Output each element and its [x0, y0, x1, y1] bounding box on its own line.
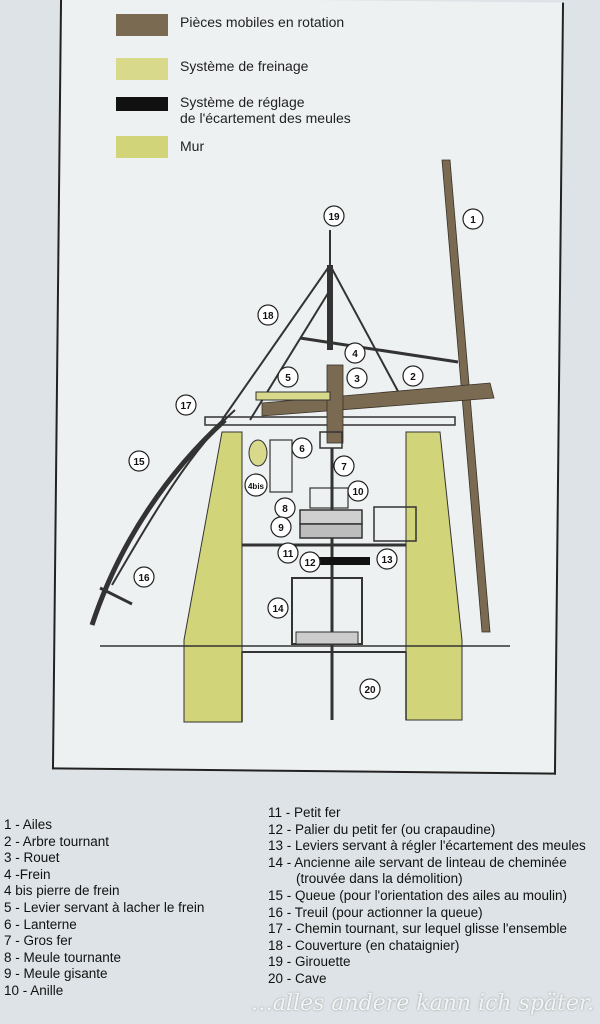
crown-wheel [326, 364, 344, 444]
winch [99, 586, 133, 606]
list-item: 9 - Meule gisante [4, 966, 108, 982]
list-item: 11 - Petit fer [268, 805, 341, 820]
parts-list-right: 11 - Petit fer 12 - Palier du petit fer … [268, 805, 598, 988]
list-item: 4 bis pierre de frein [4, 883, 120, 899]
legend-item-brake: Système de freinage [116, 56, 376, 96]
callout-9: 9 [270, 516, 292, 538]
list-item: 2 - Arbre tournant [4, 833, 110, 849]
svg-text:11: 11 [283, 549, 294, 560]
runner-stone [299, 509, 363, 525]
svg-text:3: 3 [354, 374, 360, 385]
list-item: 7 - Gros fer [4, 933, 73, 949]
list-item: 3 - Rouet [4, 850, 60, 866]
svg-text:12: 12 [304, 558, 316, 569]
tail-brace [111, 409, 236, 586]
grating [373, 506, 417, 542]
list-item: 6 - Lanterne [4, 916, 77, 932]
svg-text:7: 7 [341, 462, 347, 473]
legend-swatch [116, 58, 168, 80]
svg-text:14: 14 [272, 604, 284, 615]
svg-text:15: 15 [133, 457, 145, 468]
svg-text:17: 17 [180, 401, 192, 412]
list-item: 14 - Ancienne aile servant de linteau de… [268, 854, 567, 887]
callout-7: 7 [333, 455, 355, 477]
roof-beam [299, 336, 459, 364]
list-item: 18 - Couverture (en chataignier) [268, 937, 460, 953]
callout-2: 2 [402, 365, 424, 387]
list-item: 12 - Palier du petit fer (ou crapaudine) [268, 821, 496, 837]
callout-18: 18 [257, 304, 279, 326]
list-item: 1 - Ailes [4, 817, 53, 832]
list-item: 16 - Treuil (pour actionner la queue) [268, 904, 483, 920]
bed-stone [299, 523, 363, 539]
svg-text:8: 8 [282, 504, 288, 515]
brake-lever [255, 391, 331, 401]
list-item: 4 -Frein [4, 866, 51, 882]
adjust-bar [318, 557, 370, 565]
svg-text:6: 6 [299, 444, 305, 455]
list-item: 20 - Cave [268, 970, 327, 986]
legend-label: Pièces mobiles en rotation [180, 14, 345, 30]
wall-right [405, 431, 463, 721]
svg-text:18: 18 [262, 311, 274, 322]
callout-16: 16 [133, 566, 155, 588]
list-item: 8 - Meule tournante [4, 949, 122, 965]
wall-left [183, 431, 243, 723]
legend-item-rotating: Pièces mobiles en rotation [116, 12, 376, 52]
hopper [309, 487, 349, 509]
svg-text:1: 1 [470, 215, 476, 226]
watermark: …alles andere kann ich später. [250, 991, 594, 1016]
svg-text:19: 19 [328, 212, 340, 223]
svg-text:16: 16 [138, 573, 150, 584]
svg-text:13: 13 [381, 555, 393, 566]
legend-item-adjust: Système de réglage de l'écartement des m… [116, 92, 376, 132]
hearth-base [295, 631, 359, 645]
legend-label: Système de réglage de l'écartement des m… [180, 94, 351, 126]
callout-17: 17 [175, 394, 197, 416]
legend-label: Système de freinage [180, 58, 309, 74]
callout-15: 15 [128, 450, 150, 472]
legend-swatch [116, 14, 168, 36]
list-item: 10 - Anille [4, 982, 64, 998]
callout-4: 4 [344, 342, 366, 364]
callout-6: 6 [291, 437, 313, 459]
svg-text:2: 2 [410, 372, 416, 383]
callout-12: 12 [299, 551, 321, 573]
callout-14: 14 [267, 597, 289, 619]
windmill-diagram: 1 2 3 4 4bis 5 6 7 8 9 10 11 12 13 14 15… [89, 159, 510, 723]
main-shaft [261, 382, 495, 417]
svg-text:20: 20 [364, 685, 376, 696]
parts-list-left: 1 - Ailes 2 - Arbre tournant 3 - Rouet 4… [4, 817, 254, 1000]
brake-stone [248, 439, 268, 467]
svg-text:5: 5 [285, 373, 291, 384]
svg-text:10: 10 [352, 487, 364, 498]
callout-1: 1 [462, 208, 484, 230]
legend-label: Mur [180, 138, 205, 154]
callout-3: 3 [346, 367, 368, 389]
callout-4bis: 4bis [244, 473, 268, 497]
svg-text:4bis: 4bis [248, 482, 265, 491]
legend-swatch [116, 136, 168, 158]
list-item: 19 - Girouette [268, 954, 351, 970]
svg-text:4: 4 [352, 349, 358, 360]
legend-item-wall: Mur [116, 136, 376, 176]
list-item: 5 - Levier servant à lacher le frein [4, 899, 205, 915]
callout-10: 10 [347, 480, 369, 502]
list-item: 17 - Chemin tournant, sur lequel glisse … [268, 921, 567, 937]
callout-5: 5 [277, 366, 299, 388]
svg-text:9: 9 [278, 523, 284, 534]
tail-beam [89, 418, 227, 626]
list-item: 13 - Leviers servant à régler l'écarteme… [268, 838, 586, 854]
callout-11: 11 [277, 542, 299, 564]
callout-8: 8 [274, 497, 296, 519]
legend-swatch [116, 97, 168, 111]
list-item: 15 - Queue (pour l'orientation des ailes… [268, 887, 567, 903]
callout-20: 20 [359, 678, 381, 700]
callout-19: 19 [323, 205, 345, 227]
cabinet [269, 439, 293, 493]
callout-13: 13 [376, 548, 398, 570]
